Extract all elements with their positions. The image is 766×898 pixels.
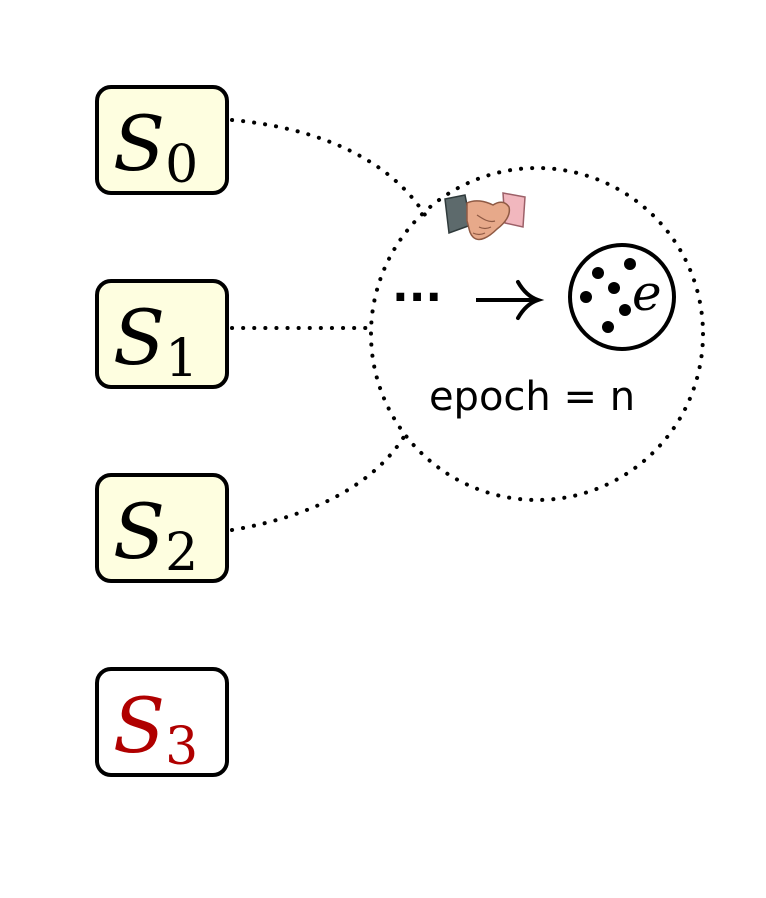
node-label-base: S [113, 293, 165, 382]
node-label-sub: 3 [165, 717, 198, 777]
node-label-sub: 1 [165, 329, 198, 389]
link-s0-epoch [230, 118, 427, 217]
epoch-label: epoch = n [429, 374, 635, 420]
node-s0: S0 [95, 85, 229, 195]
ellipsis: ··· [392, 272, 442, 323]
node-s1: S1 [95, 279, 229, 389]
node-s3: S3 [95, 667, 229, 777]
node-label-sub: 0 [165, 135, 198, 195]
epoch-circle [369, 166, 705, 502]
node-label-sub: 2 [165, 523, 198, 583]
pool-label: e [632, 264, 662, 322]
node-label: S0 [113, 99, 198, 195]
node-label-base: S [113, 99, 165, 188]
node-label: S3 [113, 681, 198, 777]
handshake-icon [444, 192, 526, 241]
node-label: S2 [113, 487, 198, 583]
entropy-pool-icon: e [568, 243, 676, 351]
node-label-base: S [113, 487, 165, 576]
node-label: S1 [113, 293, 198, 389]
node-s2: S2 [95, 473, 229, 583]
node-label-base: S [113, 681, 165, 770]
arrow-icon [476, 280, 545, 320]
link-s2-epoch [230, 428, 410, 532]
